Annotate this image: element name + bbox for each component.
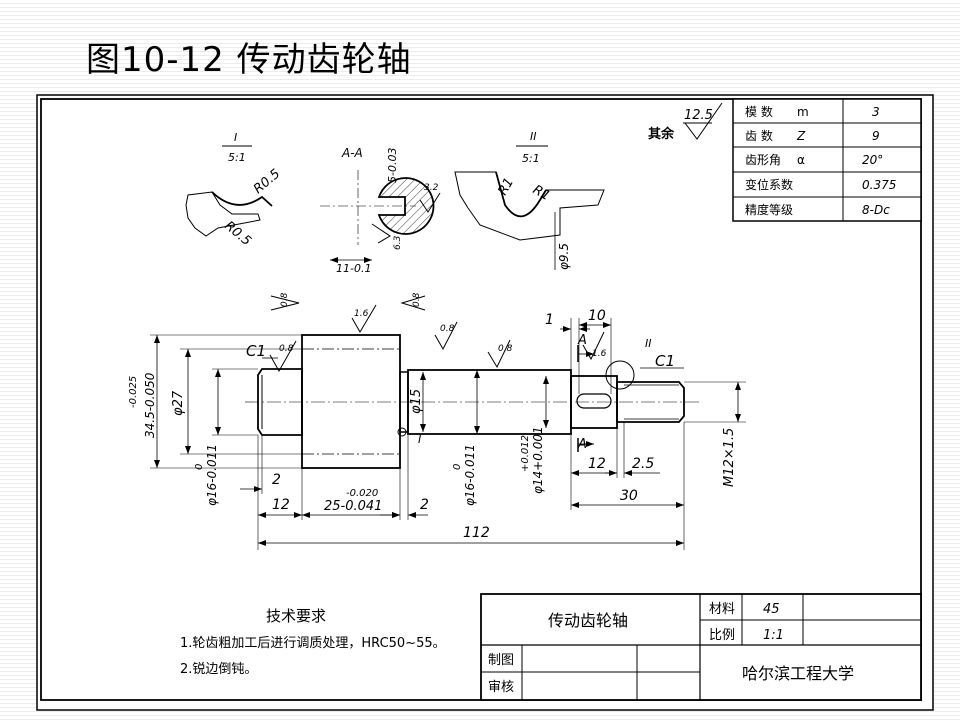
detail-ii-scale: 5:1 <box>522 152 540 165</box>
checked-label: 审核 <box>488 680 514 695</box>
scale-value: 1:1 <box>763 628 784 643</box>
detail-i-label: I <box>234 131 237 144</box>
param-value-0: 3 <box>872 105 880 119</box>
section-mark-top: A <box>577 333 587 348</box>
dim-right-journal: φ16-0.011 <box>463 444 477 506</box>
param-symbol-2: α <box>797 153 805 167</box>
detail-ii-dia: φ9.5 <box>557 243 571 270</box>
slide-title: 图10-12 传动齿轮轴 <box>86 40 412 80</box>
general-roughness-value: 12.5 <box>684 108 713 123</box>
material-value: 45 <box>763 602 780 617</box>
drawn-label: 制图 <box>488 653 514 668</box>
title-block: 传动齿轮轴 材料 45 比例 1:1 制图 审核 哈尔滨工程大学 <box>480 593 922 701</box>
section-depth-dim: 5-0.03 <box>386 148 399 183</box>
dim-key-dia: φ14+0.001 <box>531 426 545 494</box>
ra-main-2: 0.8 <box>440 324 455 334</box>
ra-main-5: 1.6 <box>592 349 607 359</box>
dim-gear-od: 34.5-0.050 <box>143 372 157 438</box>
main-shaft-view: 0.8 1.6 0.8 0.8 0.8 0.8 1.6 C1 C1 II I A… <box>128 292 746 550</box>
detail-i-mark: I <box>418 433 421 446</box>
dim-12-left: 12 <box>272 497 290 513</box>
dim-2-5: 2.5 <box>632 456 654 472</box>
param-name-3: 变位系数 <box>745 177 793 192</box>
dim-left-journal: φ16-0.011 <box>205 444 219 506</box>
section-a-a: A-A 5-0.03 11-0.1 3.2 6.3 <box>320 146 441 275</box>
general-roughness-label: 其余 <box>648 126 675 142</box>
detail-ii-mark: II <box>645 337 652 350</box>
dim-2-right: 2 <box>420 497 429 513</box>
dim-left-journal-tol: 0 <box>194 464 205 470</box>
ra-main-6: 0.8 <box>412 292 422 307</box>
dim-30: 30 <box>620 488 638 504</box>
part-name: 传动齿轮轴 <box>548 611 628 630</box>
chamfer-left: C1 <box>246 342 266 360</box>
param-value-4: 8-Dc <box>862 203 890 217</box>
scale-label: 比例 <box>709 628 735 643</box>
detail-ii-label: II <box>530 130 537 143</box>
dim-right-journal-tol: 0 <box>452 464 463 470</box>
dim-mid-dia: φ15 <box>409 389 424 414</box>
section-label: A-A <box>341 146 363 160</box>
dim-25-tol: -0.020 <box>346 488 378 499</box>
dim-2-left: 2 <box>272 472 281 488</box>
param-symbol-1: Z <box>796 129 806 143</box>
dim-10: 10 <box>588 308 606 324</box>
section-width-dim: 11-0.1 <box>336 262 371 275</box>
detail-view-ii: II 5:1 R1 R1 φ9.5 <box>454 130 605 270</box>
detail-ii-r1: R1 <box>495 176 517 198</box>
param-name-4: 精度等级 <box>745 202 793 217</box>
param-name-2: 齿形角 <box>745 153 781 167</box>
section-ra-2: 6.3 <box>393 235 403 250</box>
tech-req-item-1: 1.轮齿粗加工后进行调质处理，HRC50~55。 <box>180 636 446 651</box>
param-value-2: 20° <box>862 153 883 167</box>
ra-main-1: 1.6 <box>354 309 369 319</box>
param-value-3: 0.375 <box>862 178 896 192</box>
dim-key-dia-tol: +0.012 <box>520 435 531 472</box>
tech-req-item-2: 2.锐边倒钝。 <box>180 662 257 677</box>
chamfer-right: C1 <box>655 352 675 370</box>
technical-requirements: 技术要求 1.轮齿粗加工后进行调质处理，HRC50~55。 2.锐边倒钝。 <box>180 607 446 677</box>
dim-thread: M12×1.5 <box>722 428 737 487</box>
gear-parameter-table: 模 数 m 3 齿 数 Z 9 齿形角 α 20° 变位系数 0.375 精度等… <box>732 98 922 222</box>
param-name-1: 齿 数 <box>745 128 773 143</box>
roughness-symbol <box>684 102 723 140</box>
ra-main-3: 0.8 <box>498 344 513 354</box>
detail-ii-r2: R1 <box>530 182 552 204</box>
param-value-1: 9 <box>872 129 880 143</box>
dim-25: 25-0.041 <box>324 499 382 514</box>
general-roughness: 其余 12.5 <box>648 102 723 142</box>
param-symbol-0: m <box>797 105 809 119</box>
param-name-0: 模 数 <box>745 104 773 119</box>
dim-112: 112 <box>463 525 490 541</box>
section-ra-1: 3.2 <box>424 183 439 193</box>
dim-root-dia: φ27 <box>171 390 186 416</box>
organization: 哈尔滨工程大学 <box>742 664 854 683</box>
dim-gear-od-tol: -0.025 <box>128 376 139 408</box>
dim-1: 1 <box>545 312 554 328</box>
material-label: 材料 <box>709 602 735 617</box>
ra-main-4: 0.8 <box>280 292 290 307</box>
tech-req-title: 技术要求 <box>266 607 326 625</box>
detail-i-scale: 5:1 <box>228 151 246 164</box>
dim-12-right: 12 <box>588 456 606 472</box>
section-mark-bottom: A <box>577 437 587 452</box>
